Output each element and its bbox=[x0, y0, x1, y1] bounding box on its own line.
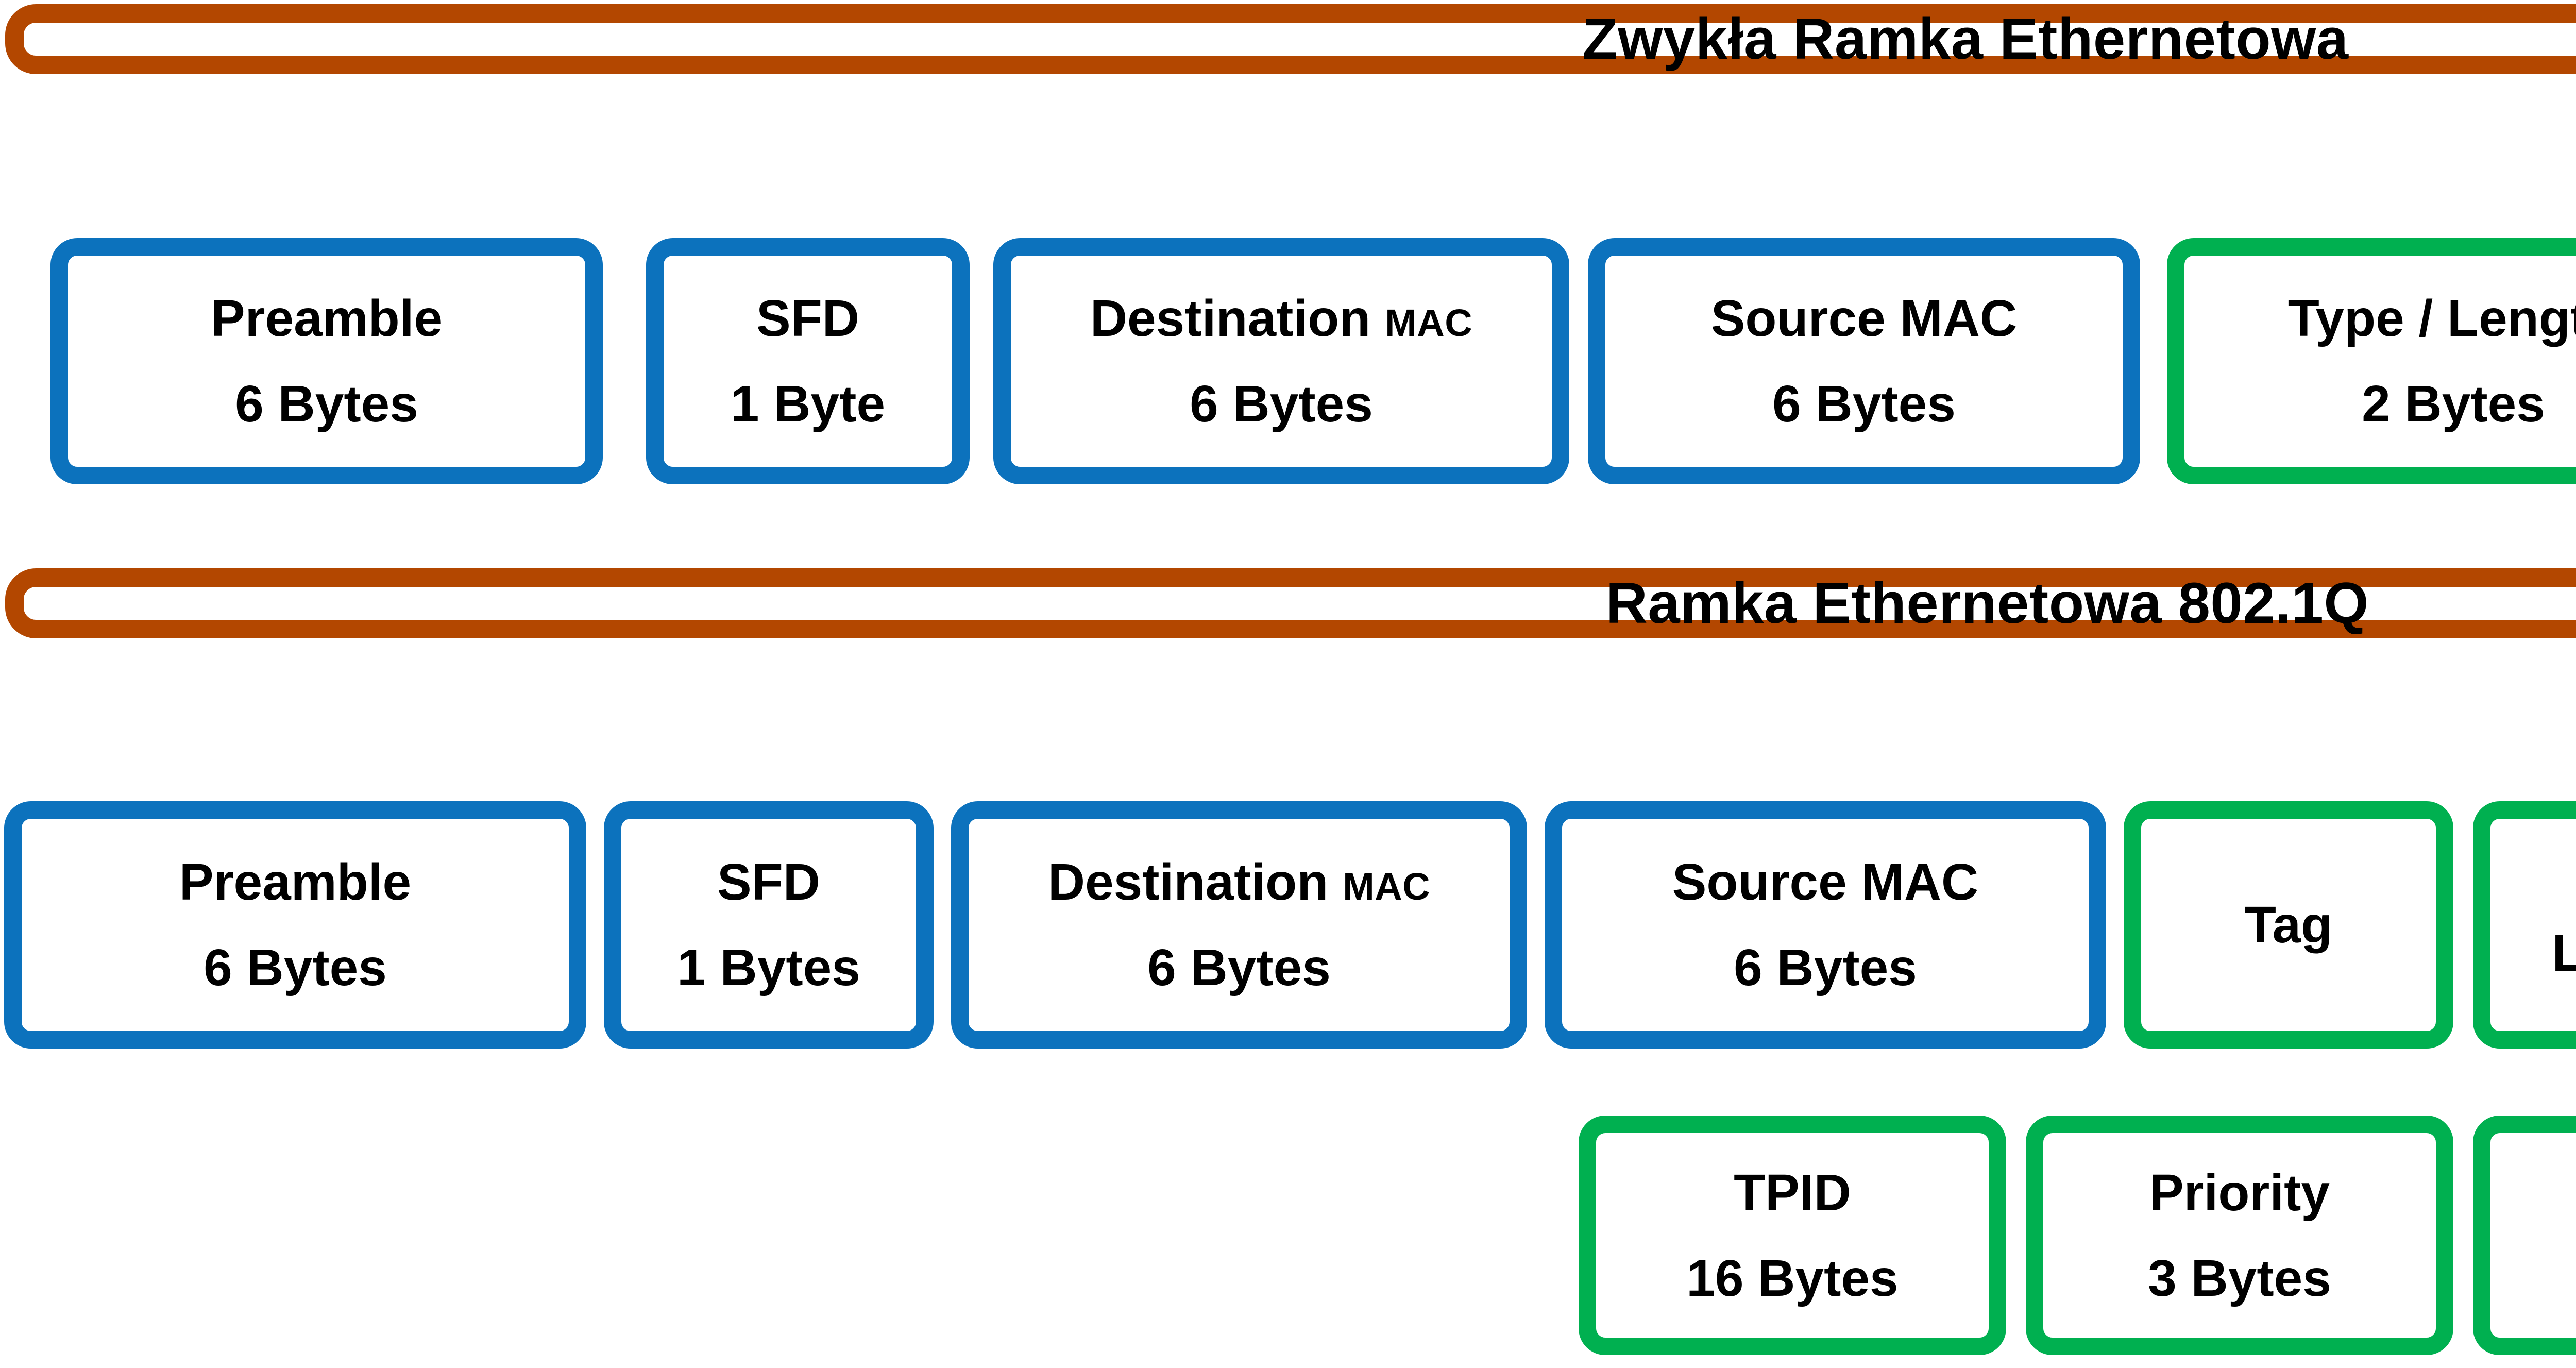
field-cfi-name: CFI bbox=[2490, 1164, 2576, 1221]
field-type-length-row1[interactable]: Type / Length 2 Bytes bbox=[2167, 238, 2576, 484]
field-sfd-row1-name: SFD bbox=[756, 290, 859, 347]
field-destination-mac-row1-name-main: Destination bbox=[1090, 290, 1371, 347]
field-destination-mac-row2-name-main: Destination bbox=[1047, 853, 1329, 911]
banner-tagged-frame: Ramka Ethernetowa 802.1Q bbox=[5, 568, 2576, 638]
field-preamble-row1-name: Preamble bbox=[210, 290, 443, 347]
field-preamble-row2-size: 6 Bytes bbox=[204, 939, 387, 997]
field-preamble-row1-size: 6 Bytes bbox=[235, 375, 418, 433]
field-source-mac-row1-name: Source MAC bbox=[1710, 290, 2018, 347]
field-destination-mac-row2[interactable]: Destination MAC 6 Bytes bbox=[951, 801, 1527, 1049]
field-type-length-row2-name: Type Length bbox=[2490, 868, 2576, 982]
field-cfi-size: 1 bit bbox=[2490, 1250, 2576, 1307]
field-tpid-size: 16 Bytes bbox=[1686, 1249, 1899, 1307]
field-source-mac-row1[interactable]: Source MAC 6 Bytes bbox=[1588, 238, 2140, 484]
field-preamble-row1[interactable]: Preamble 6 Bytes bbox=[50, 238, 603, 484]
field-priority[interactable]: Priority 3 Bytes bbox=[2026, 1116, 2453, 1355]
field-destination-mac-row2-name: Destination MAC bbox=[969, 854, 1510, 910]
banner-regular-frame: Zwykła Ramka Ethernetowa bbox=[5, 4, 2576, 74]
field-tag-row2[interactable]: Tag bbox=[2124, 801, 2453, 1049]
field-sfd-row1-size: 1 Byte bbox=[730, 375, 886, 433]
field-type-length-row2[interactable]: Type Length bbox=[2473, 801, 2576, 1049]
banner-regular-frame-label: Zwykła Ramka Ethernetowa bbox=[1582, 7, 2349, 71]
field-destination-mac-row1-size: 6 Bytes bbox=[1190, 375, 1373, 433]
field-source-mac-row2-size: 6 Bytes bbox=[1734, 939, 1917, 997]
field-sfd-row2[interactable]: SFD 1 Bytes bbox=[604, 801, 934, 1049]
field-type-length-row2-name-line2: Length bbox=[2496, 925, 2576, 982]
field-type-length-row1-size: 2 Bytes bbox=[2362, 375, 2545, 433]
field-preamble-row2-name: Preamble bbox=[179, 853, 412, 911]
banner-tagged-frame-label: Ramka Ethernetowa 802.1Q bbox=[1605, 571, 2369, 635]
field-tpid[interactable]: TPID 16 Bytes bbox=[1579, 1116, 2006, 1355]
field-priority-size: 3 Bytes bbox=[2148, 1249, 2331, 1307]
field-source-mac-row1-size: 6 Bytes bbox=[1772, 375, 1956, 433]
field-destination-mac-row1-name-suffix: MAC bbox=[1385, 301, 1473, 344]
field-priority-name: Priority bbox=[2149, 1163, 2330, 1222]
field-tpid-name: TPID bbox=[1734, 1163, 1851, 1222]
field-tag-row2-name: Tag bbox=[2244, 896, 2333, 954]
field-sfd-row1[interactable]: SFD 1 Byte bbox=[646, 238, 970, 484]
field-type-length-row1-name: Type / Length bbox=[2287, 290, 2576, 347]
field-source-mac-row2[interactable]: Source MAC 6 Bytes bbox=[1545, 801, 2106, 1049]
field-destination-mac-row1-name: Destination MAC bbox=[1011, 290, 1552, 347]
field-source-mac-row2-name: Source MAC bbox=[1672, 853, 1979, 911]
field-destination-mac-row2-name-suffix: MAC bbox=[1343, 865, 1431, 908]
field-sfd-row2-name: SFD bbox=[717, 853, 820, 911]
field-sfd-row2-size: 1 Bytes bbox=[677, 939, 860, 997]
field-type-length-row2-name-line1: Type bbox=[2496, 868, 2576, 925]
field-cfi[interactable]: CFI 1 bit bbox=[2473, 1116, 2576, 1355]
field-destination-mac-row1[interactable]: Destination MAC 6 Bytes bbox=[993, 238, 1569, 484]
field-destination-mac-row2-size: 6 Bytes bbox=[1147, 939, 1331, 997]
field-preamble-row2[interactable]: Preamble 6 Bytes bbox=[4, 801, 586, 1049]
